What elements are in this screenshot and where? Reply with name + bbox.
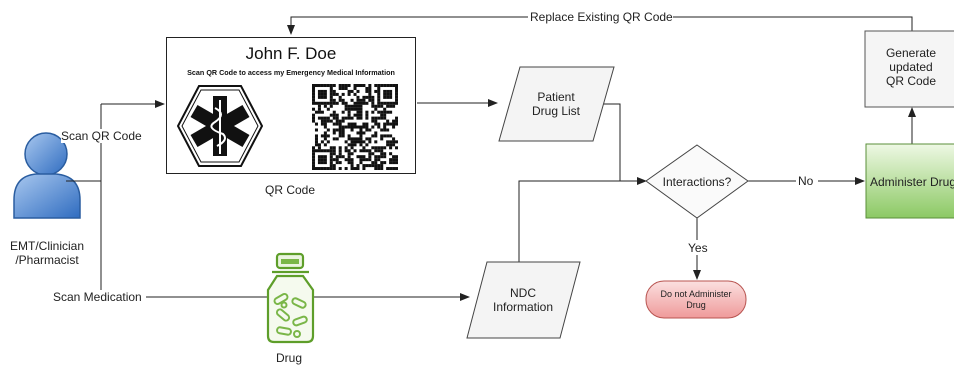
- qr-code-icon: [312, 84, 398, 170]
- generate-qr-line1: Generate: [885, 46, 937, 60]
- generate-qr-box: [864, 30, 954, 108]
- connectors: [66, 16, 916, 301]
- do-not-administer-box: [645, 280, 747, 319]
- pill-bottle-icon: [266, 252, 315, 344]
- ndc-information-shape: [466, 261, 581, 339]
- yes-label: Yes: [688, 241, 708, 255]
- scan-qr-label: Scan QR Code: [61, 129, 142, 143]
- patient-drug-list-line1: Patient: [537, 90, 575, 104]
- replace-qr-label: Replace Existing QR Code: [530, 10, 673, 24]
- qr-code-caption: QR Code: [265, 183, 316, 197]
- generate-qr-text: Generate updated QR Code: [865, 46, 954, 88]
- interactions-diamond: [645, 144, 749, 219]
- do-not-administer-line2: Drug: [686, 300, 706, 310]
- do-not-administer-text: Do not Administer Drug: [646, 289, 746, 311]
- generate-qr-line2: updated: [889, 60, 933, 74]
- administer-drug-text: Administer Drug: [870, 175, 954, 189]
- qr-card-subtitle: Scan QR Code to access my Emergency Medi…: [187, 68, 395, 77]
- ndc-information-line2: Information: [492, 300, 554, 314]
- interactions-text: Interactions?: [662, 175, 732, 189]
- patient-drug-list-text: Patient Drug List: [510, 90, 602, 118]
- actor-label-line1: EMT/Clinician: [9, 239, 84, 253]
- do-not-administer-line1: Do not Administer: [660, 289, 732, 299]
- actor-label-line2: /Pharmacist: [15, 253, 79, 267]
- no-label: No: [798, 174, 814, 188]
- patient-drug-list-line2: Drug List: [531, 104, 581, 118]
- person-icon: [13, 132, 81, 219]
- drug-caption: Drug: [276, 351, 303, 365]
- star-of-life-icon: [177, 85, 263, 167]
- ndc-information-text: NDC Information: [476, 286, 570, 314]
- generate-qr-line3: QR Code: [885, 74, 937, 88]
- qr-card-name: John F. Doe: [245, 44, 337, 63]
- ndc-information-line1: NDC: [510, 286, 536, 300]
- patient-drug-list-shape: [498, 66, 615, 142]
- administer-drug-box: [865, 143, 954, 219]
- qr-code-card: John F. Doe Scan QR Code to access my Em…: [166, 37, 416, 174]
- scan-medication-label: Scan Medication: [53, 290, 142, 304]
